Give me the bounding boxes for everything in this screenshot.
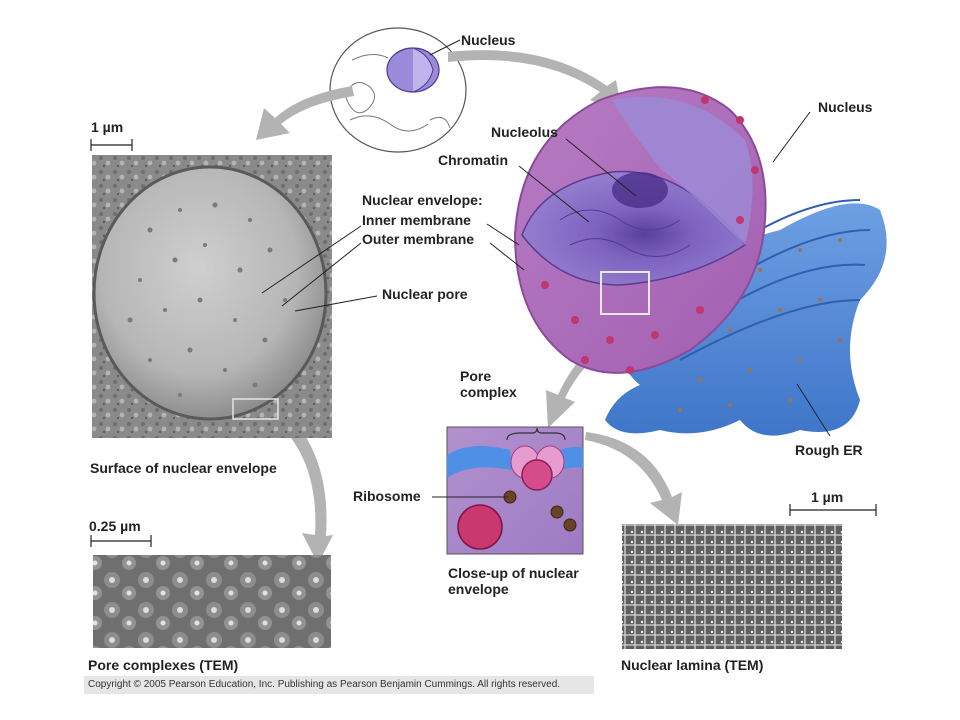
scale-label-pores: 0.25 µm	[89, 518, 141, 534]
label-chromatin: Chromatin	[438, 152, 508, 168]
label-nuclear-envelope: Nuclear envelope:	[362, 192, 483, 208]
label-nucleus-right: Nucleus	[818, 99, 873, 115]
label-pore-complex: Pore complex	[460, 368, 517, 400]
pore-complexes-tem	[93, 555, 331, 648]
label-nucleus-top: Nucleus	[461, 32, 516, 48]
caption-pore-complexes: Pore complexes (TEM)	[88, 657, 239, 673]
nucleus-3d	[513, 86, 887, 436]
leader-nucleus-right	[772, 111, 811, 163]
leader-outer-membrane-right	[489, 242, 525, 271]
arrow-to-surface	[256, 86, 354, 140]
label-inner-membrane: Inner membrane	[362, 212, 471, 228]
label-rough-er: Rough ER	[795, 442, 863, 458]
label-outer-membrane: Outer membrane	[362, 231, 475, 247]
leader-inner-membrane-right	[486, 223, 520, 246]
nuclear-lamina-tem	[622, 524, 842, 649]
leader-nuclear-pore	[294, 295, 378, 312]
leader-nucleus-top	[429, 39, 461, 56]
rough-er	[605, 203, 887, 436]
leader-rough-er	[796, 383, 831, 437]
leader-inner-membrane-left	[261, 225, 362, 294]
closeup-panel	[446, 426, 584, 555]
zoom-box	[600, 271, 650, 315]
caption-lamina: Nuclear lamina (TEM)	[621, 657, 764, 673]
leader-lines	[261, 39, 831, 498]
surface-micrograph	[92, 155, 332, 438]
leader-chromatin	[518, 165, 590, 223]
arrow-to-nucleus	[448, 50, 622, 112]
pore-complex	[521, 459, 553, 491]
leader-nucleolus	[565, 138, 637, 197]
caption-surface: Surface of nuclear envelope	[90, 460, 277, 476]
pore-complex-brace	[506, 427, 566, 441]
scale-label-lamina: 1 µm	[811, 489, 844, 505]
leader-outer-membrane-left	[281, 242, 362, 307]
label-ribosome: Ribosome	[353, 488, 421, 504]
nucleolus	[612, 172, 668, 208]
scale-bar-lines	[90, 139, 877, 547]
copyright-bar	[84, 676, 594, 694]
copyright-text: Copyright © 2005 Pearson Education, Inc.…	[88, 679, 561, 690]
arrow-to-lamina	[585, 432, 682, 525]
caption-closeup: Close-up of nuclear envelope	[448, 565, 579, 597]
label-nuclear-pore: Nuclear pore	[382, 286, 468, 302]
scale-label-surface: 1 µm	[91, 119, 124, 135]
label-nucleolus: Nucleolus	[491, 124, 558, 140]
cell-icon	[329, 27, 467, 153]
